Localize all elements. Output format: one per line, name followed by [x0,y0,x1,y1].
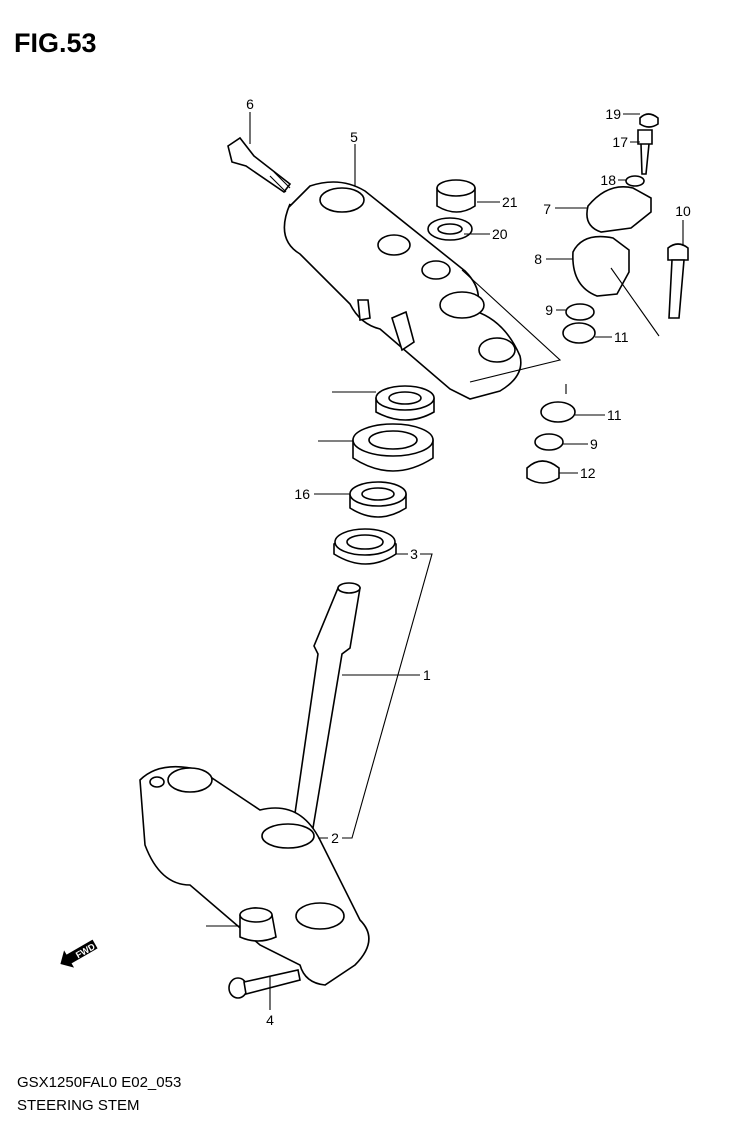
callout-13: 17 [612,134,628,150]
footer: GSX1250FAL0 E02_053 STEERING STEM [17,1071,181,1117]
part-10-bolt [667,243,689,319]
part-9-washer-upper [565,303,595,321]
part-6-bolt [227,136,292,194]
callout-5: 5 [350,129,358,145]
callout-1: 1 [423,667,431,683]
callout-2: 2 [331,830,339,846]
callout-9-upper: 9 [545,302,553,318]
part-19-bearing-seal [352,423,434,472]
part-17-stem-nut [436,179,476,213]
part-2-dust-seal [261,823,315,849]
part-20-lock-nut [375,385,435,421]
callout-4: 4 [266,1012,274,1028]
part-11-cushion-upper [562,322,596,344]
callout-16: 20 [492,226,508,242]
figure-title: FIG.53 [14,28,97,58]
callout-10: 10 [675,203,691,219]
part-16-washer [427,217,473,241]
callout-3: 3 [410,546,418,562]
callout-9-lower: 9 [590,436,598,452]
callout-18: 16 [294,486,310,502]
forward-arrow-icon: FWD [60,939,98,968]
part-21-cap-plug [239,907,277,942]
part-5-upper-bracket [283,181,522,400]
part-15-cap [639,113,659,128]
callout-17: 21 [502,194,518,210]
callout-14: 18 [600,172,616,188]
part-8-holder-lower [572,235,630,297]
leader-lines [206,112,684,1010]
part-9-washer-lower [534,433,564,451]
callout-15: 19 [605,106,621,122]
part-3-lower-bearing [333,528,397,565]
section-name: STEERING STEM [17,1097,140,1114]
part-14-washer [625,175,645,187]
part-1-steering-stem [139,582,370,986]
part-12-nut [526,460,560,484]
part-4-bolt [228,969,301,999]
part-18-upper-bearing [349,481,407,518]
part-13-screw [637,129,653,175]
callout-11-lower: 11 [607,407,622,423]
part-11-cushion-lower [540,401,576,423]
callout-7: 7 [543,201,551,217]
model-code: GSX1250FAL0 E02_053 [17,1074,182,1091]
callout-6: 6 [246,96,254,112]
part-7-holder-upper [586,186,652,233]
callout-8: 8 [534,251,542,267]
callout-12: 12 [580,465,596,481]
assembly-line [461,267,660,394]
callout-11-upper: 11 [614,329,629,345]
